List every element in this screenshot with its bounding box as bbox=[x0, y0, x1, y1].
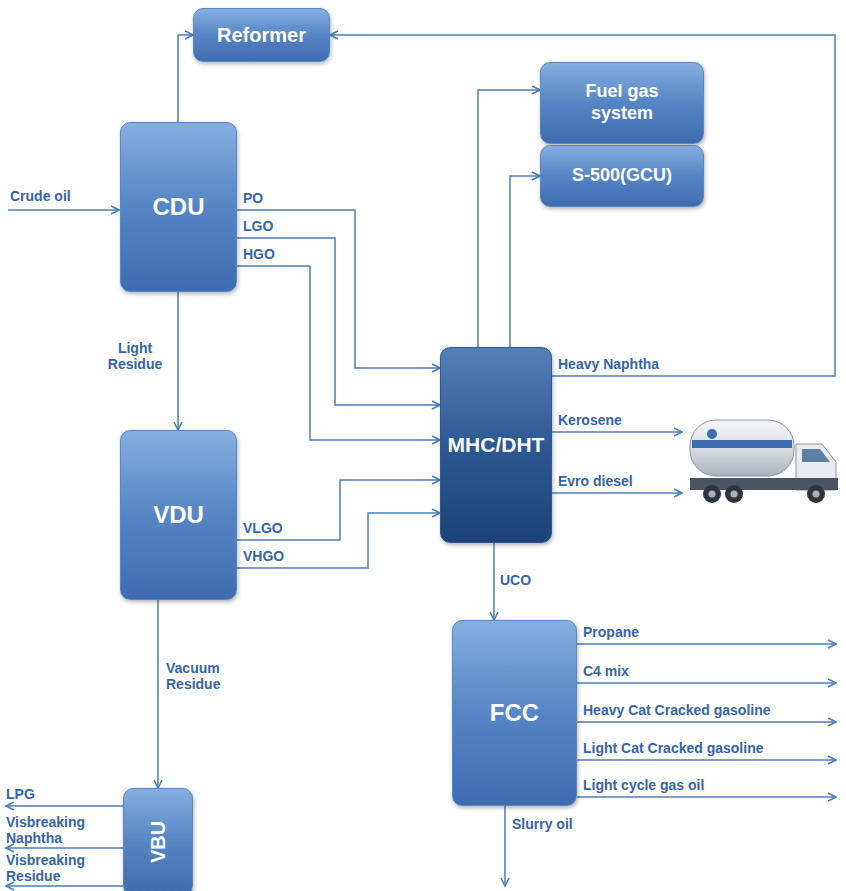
stream-label: Heavy Cat Cracked gasoline bbox=[583, 702, 833, 718]
flow-label: PO bbox=[243, 190, 303, 206]
stream-label: LPG bbox=[6, 786, 118, 802]
stream-arrow bbox=[577, 682, 836, 684]
stream-arrow bbox=[6, 885, 123, 887]
flow-label: LGO bbox=[243, 218, 303, 234]
flow-arrow bbox=[237, 238, 440, 405]
stream-label: Crude oil bbox=[10, 188, 110, 204]
stream-label: Kerosene bbox=[558, 412, 678, 428]
flow-arrow bbox=[493, 543, 495, 620]
stream-arrow bbox=[504, 806, 506, 886]
flow-label: VHGO bbox=[243, 548, 313, 564]
stream-label: Light Cat Cracked gasoline bbox=[583, 740, 833, 756]
stream-label: Visbreaking Naphtha bbox=[6, 814, 118, 846]
box-label: Fuel gas system bbox=[559, 81, 685, 124]
process-box: VDU bbox=[120, 430, 237, 600]
flow-arrow bbox=[510, 176, 540, 347]
stream-label: Light cycle gas oil bbox=[583, 777, 833, 793]
flow-label: HGO bbox=[243, 246, 303, 262]
stream-arrow bbox=[577, 759, 836, 761]
box-label: Reformer bbox=[217, 23, 306, 47]
process-box: Reformer bbox=[193, 8, 330, 62]
process-box: CDU bbox=[120, 122, 237, 292]
flow-arrow bbox=[237, 480, 440, 540]
flow-label: Vacuum Residue bbox=[166, 660, 246, 692]
flow-arrow bbox=[478, 90, 540, 347]
box-label: VBU bbox=[146, 821, 170, 863]
flow-arrow bbox=[178, 35, 193, 122]
flow-label: Heavy Naphtha bbox=[558, 356, 718, 372]
flow-label: VLGO bbox=[243, 520, 313, 536]
box-label: MHC/DHT bbox=[448, 432, 545, 457]
stream-arrow bbox=[8, 209, 119, 211]
stream-label: Propane bbox=[583, 624, 833, 640]
process-box: FCC bbox=[452, 620, 577, 806]
process-box: MHC/DHT bbox=[440, 347, 552, 543]
stream-label: C4 mix bbox=[583, 663, 833, 679]
stream-arrow bbox=[552, 431, 682, 433]
stream-arrow bbox=[577, 643, 836, 645]
stream-arrow bbox=[577, 721, 836, 723]
stream-arrow bbox=[577, 796, 836, 798]
process-box: Fuel gas system bbox=[540, 62, 704, 144]
flow-arrow bbox=[237, 210, 440, 368]
stream-arrows bbox=[6, 210, 836, 886]
process-box: VBU bbox=[123, 788, 193, 891]
process-box: S-500(GCU) bbox=[540, 145, 704, 207]
flow-arrow bbox=[157, 600, 159, 788]
stream-label: Slurry oil bbox=[512, 816, 612, 832]
truck-icon bbox=[690, 420, 838, 503]
flow-arrow bbox=[177, 292, 179, 430]
box-label: FCC bbox=[490, 699, 539, 728]
box-label: S-500(GCU) bbox=[572, 165, 672, 187]
box-label: VDU bbox=[153, 501, 204, 530]
stream-arrow bbox=[6, 847, 123, 849]
box-label: CDU bbox=[153, 193, 205, 222]
flow-arrow bbox=[330, 35, 835, 376]
flow-arrow bbox=[237, 266, 440, 440]
flow-label: Light Residue bbox=[98, 340, 172, 372]
stream-label: Evro diesel bbox=[558, 473, 678, 489]
stream-arrow bbox=[552, 492, 682, 494]
stream-label: Visbreaking Residue bbox=[6, 852, 118, 884]
stream-arrow bbox=[6, 805, 123, 807]
flow-arrow bbox=[237, 513, 440, 568]
flow-label: UCO bbox=[500, 572, 560, 588]
